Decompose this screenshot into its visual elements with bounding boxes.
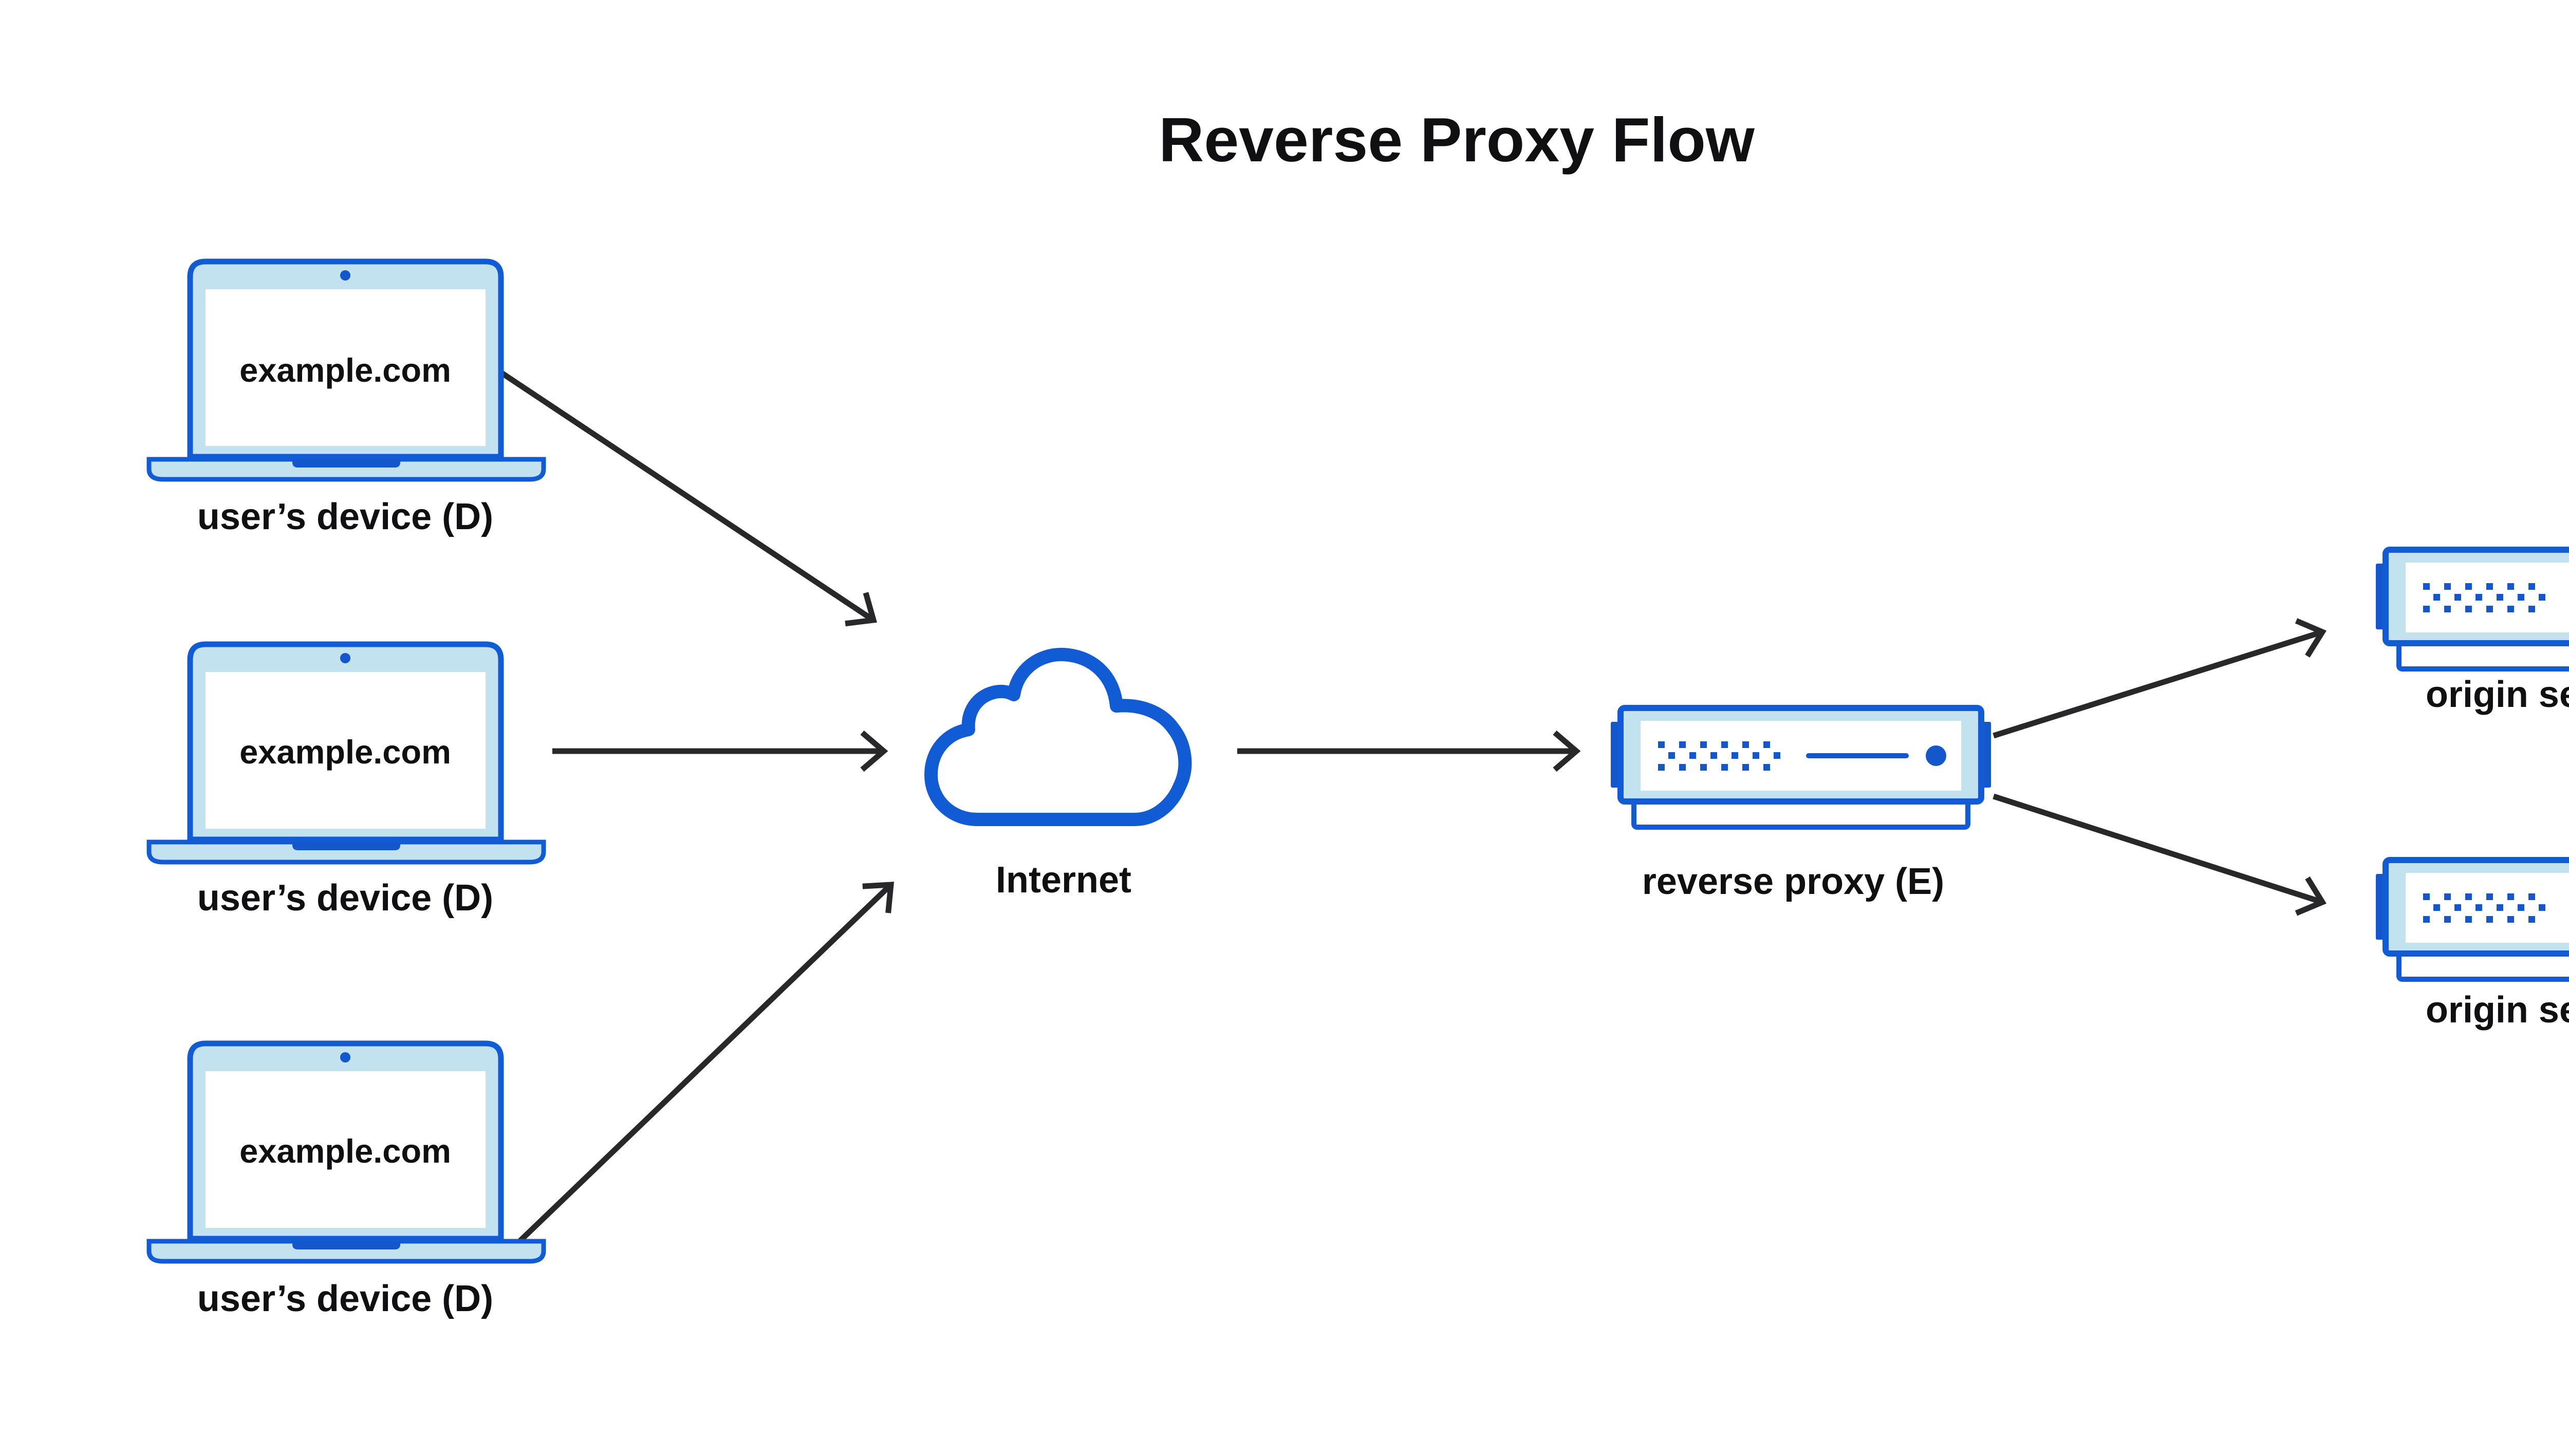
arrow-device3-to-internet [500, 882, 895, 1260]
device-label: user’s device (D) [197, 877, 494, 919]
server-icon [2376, 550, 2569, 669]
page-title: Reverse Proxy Flow [1159, 104, 1755, 175]
arrow-proxy-to-origin1 [1993, 618, 2327, 739]
device-screen-url: example.com [239, 733, 451, 771]
arrow-device1-to-internet [499, 370, 878, 627]
origin-server-label: origin server (F) [2425, 989, 2569, 1031]
device-label: user’s device (D) [197, 1278, 494, 1319]
device-screen-url: example.com [239, 351, 451, 389]
reverse-proxy-label: reverse proxy (E) [1642, 861, 1945, 902]
arrow-proxy-to-origin2 [1993, 793, 2327, 916]
server-icon [1611, 708, 1991, 827]
server-icon [2376, 860, 2569, 979]
arrows [499, 370, 2327, 1260]
cloud-icon [924, 647, 1192, 826]
origin-server-label: origin server (F) [2425, 674, 2569, 715]
internet-label: Internet [995, 859, 1132, 901]
device-screen-url: example.com [239, 1132, 451, 1170]
device-label: user’s device (D) [197, 496, 494, 537]
